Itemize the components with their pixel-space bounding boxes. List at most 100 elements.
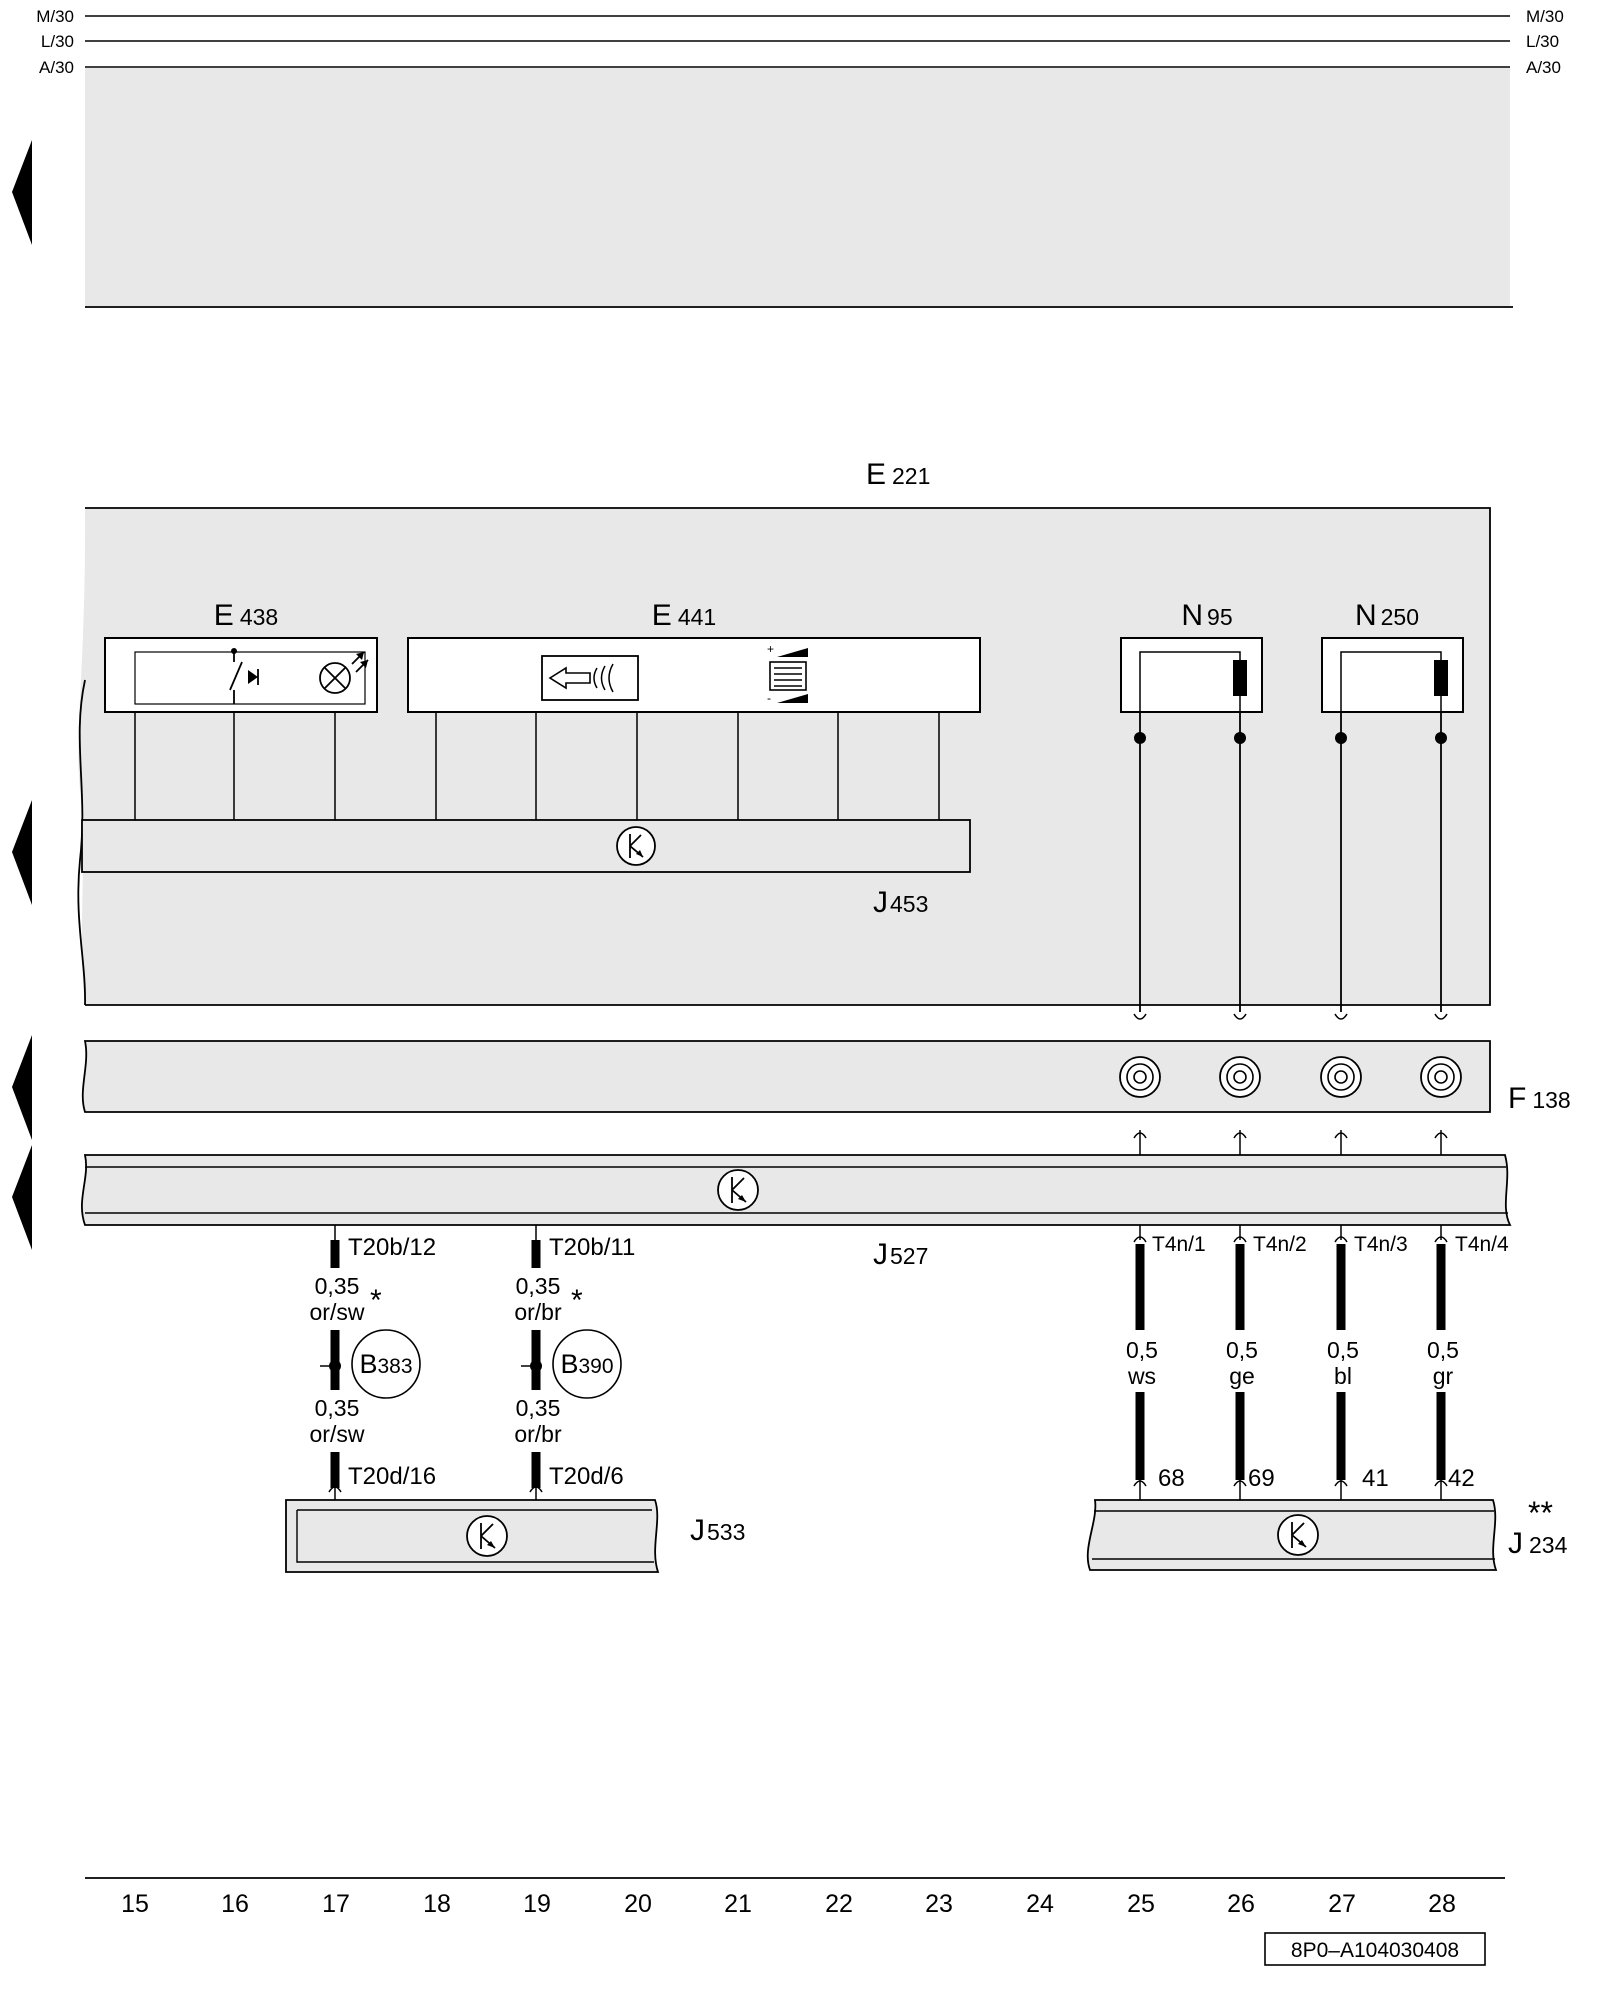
column-number: 28 — [1428, 1890, 1456, 1918]
svg-text:-: - — [767, 691, 771, 705]
pin-42: 42 — [1448, 1465, 1475, 1492]
splice-b390-label: B390 — [560, 1349, 613, 1379]
j533-label: J533 — [690, 1514, 745, 1547]
column-number: 16 — [221, 1890, 249, 1918]
wire-size-bottom: 0,35 — [516, 1395, 561, 1421]
wire-color: bl — [1334, 1363, 1352, 1389]
switch-icon — [229, 648, 259, 704]
pin-t20d-16: T20d/16 — [348, 1463, 436, 1490]
wire-col-26: T4n/2 0,5 ge 69 — [1226, 1225, 1307, 1502]
wire-col-19: B390 T20b/11 0,35 or/br * 0,35 or/br T20… — [514, 1225, 635, 1510]
wire-color-bottom: or/sw — [310, 1421, 365, 1447]
control-unit-icon — [616, 826, 656, 866]
reference-code: 8P0–A104030408 — [1264, 1932, 1486, 1966]
pin-41: 41 — [1362, 1465, 1389, 1492]
wire-color: ws — [1127, 1363, 1156, 1389]
wire-size: 0,5 — [1126, 1337, 1158, 1363]
control-unit-icon — [717, 1169, 759, 1211]
wire-col-17: B383 T20b/12 0,35 or/sw * 0,35 or/sw T20… — [310, 1225, 436, 1510]
spring-links — [1133, 1130, 1448, 1155]
edge-arrow-2 — [12, 800, 32, 905]
component-j453: J453 — [81, 819, 971, 919]
edge-arrow-4 — [12, 1145, 32, 1250]
splice-marker — [351, 1329, 421, 1399]
spiral-spring-icon — [1320, 1056, 1362, 1098]
splice-b383-label: B383 — [359, 1349, 412, 1379]
asterisk-mark: * — [370, 1284, 382, 1317]
column-number: 27 — [1328, 1890, 1356, 1918]
column-number: 19 — [523, 1890, 551, 1918]
column-number: 20 — [624, 1890, 652, 1918]
column-number: 26 — [1227, 1890, 1255, 1918]
rail-label-right-1: L/30 — [1526, 32, 1559, 51]
column-number: 24 — [1026, 1890, 1054, 1918]
power-rails: M/30 L/30 A/30 M/30 L/30 A/30 — [36, 7, 1564, 308]
wire-size-top: 0,35 — [516, 1273, 561, 1299]
wire-color-top: or/sw — [310, 1299, 365, 1325]
lamp-icon — [319, 651, 369, 694]
component-j527: J527 — [81, 1154, 1512, 1271]
internal-wires — [134, 712, 940, 820]
wire-size-bottom: 0,35 — [315, 1395, 360, 1421]
column-number: 22 — [825, 1890, 853, 1918]
wire-col-25: T4n/1 0,5 ws 68 — [1126, 1225, 1206, 1502]
pin-t4n-4: T4n/4 — [1455, 1233, 1509, 1256]
column-number: 17 — [322, 1890, 350, 1918]
j453-label: J453 — [873, 886, 928, 919]
column-ruler: 15 16 17 18 19 20 21 22 23 24 25 26 27 2… — [85, 1877, 1505, 1918]
wire-col-28: T4n/4 0,5 gr 42 — [1427, 1225, 1509, 1502]
rail-label-left-2: A/30 — [39, 58, 74, 77]
pin-t20b-11: T20b/11 — [549, 1234, 635, 1261]
edge-arrow-3 — [12, 1035, 32, 1140]
spiral-spring-icon — [1420, 1056, 1462, 1098]
splice-marker — [552, 1329, 622, 1399]
column-number: 15 — [121, 1890, 149, 1918]
wire-size: 0,5 — [1427, 1337, 1459, 1363]
rail-label-right-0: M/30 — [1526, 7, 1564, 26]
reference-code-text: 8P0–A104030408 — [1291, 1939, 1459, 1962]
column-number: 25 — [1127, 1890, 1155, 1918]
j234-double-asterisk: ** — [1528, 1495, 1553, 1531]
page-edge-arrows — [12, 140, 32, 1250]
coil-wires — [1133, 712, 1448, 1020]
display-icon: + - — [767, 642, 808, 705]
wire-color: ge — [1229, 1363, 1255, 1389]
wire-col-27: T4n/3 0,5 bl 41 — [1327, 1225, 1408, 1502]
wire-size: 0,5 — [1327, 1337, 1359, 1363]
spiral-spring-icon — [1219, 1056, 1261, 1098]
wire-size-top: 0,35 — [315, 1273, 360, 1299]
column-number: 21 — [724, 1890, 752, 1918]
column-number: 18 — [423, 1890, 451, 1918]
control-unit-icon — [1277, 1514, 1319, 1556]
pin-t4n-2: T4n/2 — [1253, 1233, 1307, 1256]
rail-label-left-0: M/30 — [36, 7, 74, 26]
wire-color: gr — [1433, 1363, 1454, 1389]
control-unit-icon — [466, 1515, 508, 1557]
sensor-icon — [541, 655, 639, 701]
rail-label-right-2: A/30 — [1526, 58, 1561, 77]
column-number: 23 — [925, 1890, 953, 1918]
component-j533: J533 — [285, 1499, 745, 1573]
pin-t4n-3: T4n/3 — [1354, 1233, 1408, 1256]
wire-color-bottom: or/br — [514, 1421, 562, 1447]
svg-text:+: + — [767, 642, 774, 656]
pin-t20b-12: T20b/12 — [348, 1234, 436, 1261]
spiral-spring-icon — [1119, 1056, 1161, 1098]
rail-label-left-1: L/30 — [41, 32, 74, 51]
j527-label: J527 — [873, 1238, 928, 1271]
pin-t20d-6: T20d/6 — [549, 1463, 624, 1490]
